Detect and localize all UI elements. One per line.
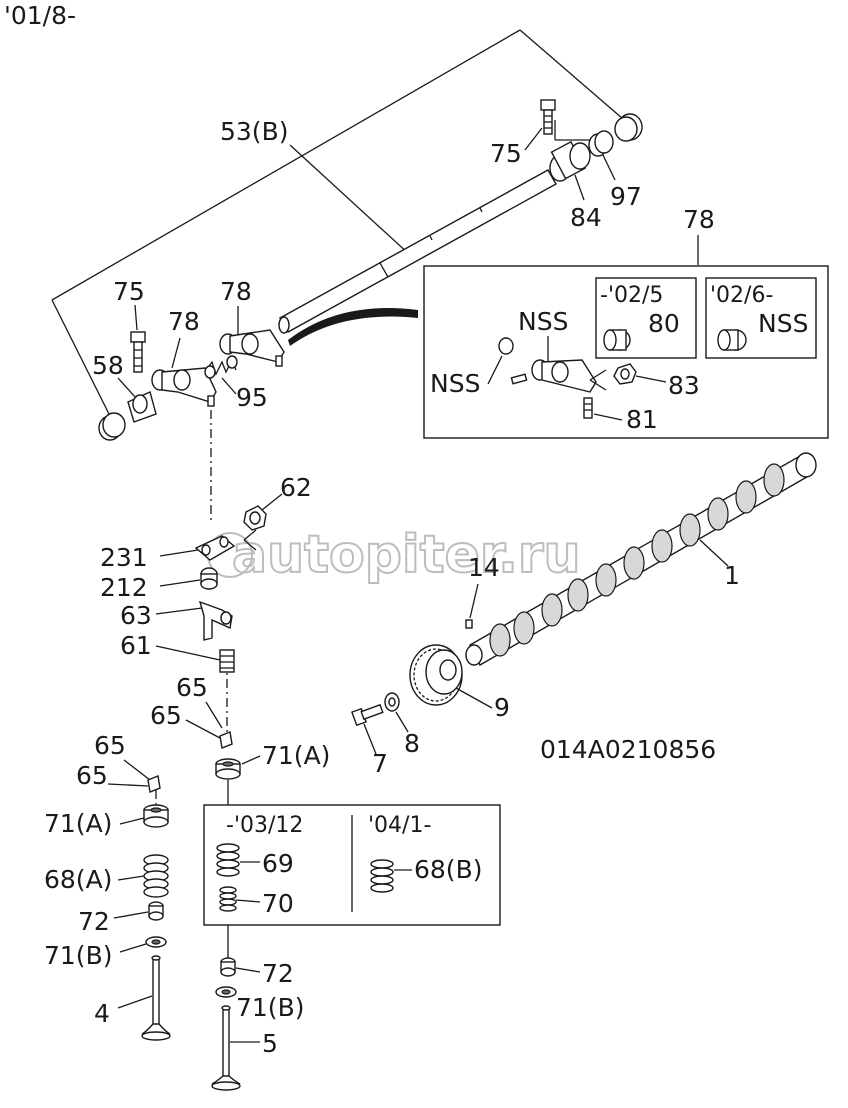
- label-72-left: 72: [78, 907, 110, 936]
- label-71a-right: 71(A): [262, 741, 330, 770]
- label-4: 4: [94, 999, 110, 1028]
- label-95: 95: [236, 383, 268, 412]
- rocker-arm-78-mid: [219, 329, 285, 367]
- spring-68a: [143, 854, 169, 898]
- label-84: 84: [570, 203, 602, 232]
- label-71b-left: 71(B): [44, 941, 112, 970]
- spring-95: [204, 355, 238, 379]
- rocker-shaft-outline: [51, 29, 631, 421]
- bracket-84: [549, 140, 591, 182]
- inset-variant-b-label: '02/6-: [710, 283, 773, 308]
- label-97: 97: [610, 182, 642, 211]
- bolt-75-top: [540, 99, 556, 135]
- cotter-65-left: [147, 775, 161, 793]
- label-53b: 53(B): [220, 117, 288, 146]
- seal-72-left: [148, 901, 164, 921]
- bolt-75-left: [130, 331, 146, 373]
- corner-mark: `: [826, 0, 839, 20]
- seal-72-right: [220, 957, 236, 977]
- rocker-shaft: [278, 169, 557, 334]
- nut-83: [613, 363, 637, 385]
- inset-variant-b-part: NSS: [758, 309, 808, 338]
- rocker-arm-78-left: [151, 367, 217, 407]
- retainer-71a-left: [143, 804, 169, 828]
- seat-71b-right: [215, 986, 237, 998]
- bracket-58: [127, 391, 157, 423]
- spring-68b: [370, 859, 394, 893]
- label-8: 8: [404, 729, 420, 758]
- guide-61: [219, 649, 235, 673]
- bushing-nss-b: [717, 329, 747, 351]
- spacer-97: [588, 130, 614, 157]
- end-plug-right: [614, 113, 643, 142]
- lever-63: [198, 600, 233, 641]
- label-14: 14: [468, 553, 500, 582]
- label-7: 7: [372, 749, 388, 778]
- label-65-b: 65: [150, 701, 182, 730]
- inset-variant-a-label: -'02/5: [600, 283, 663, 308]
- label-58: 58: [92, 351, 124, 380]
- label-5: 5: [262, 1029, 278, 1058]
- label-65-d: 65: [76, 761, 108, 790]
- inset-variant-a-part: 80: [648, 309, 680, 338]
- label-72-right: 72: [262, 959, 294, 988]
- inset-variant-a-box: [595, 277, 697, 359]
- label-75-left: 75: [113, 277, 145, 306]
- label-78-top: 78: [683, 205, 715, 234]
- inset-label-81: 81: [626, 405, 658, 434]
- retainer-71a-right: [215, 758, 241, 780]
- cotter-65-right: [219, 731, 233, 749]
- label-65-c: 65: [94, 731, 126, 760]
- spring-box-variant-a-label: -'03/12: [226, 813, 303, 838]
- label-1: 1: [724, 561, 740, 590]
- label-71b-right: 71(B): [236, 993, 304, 1022]
- label-75-top: 75: [490, 139, 522, 168]
- label-231: 231: [100, 543, 148, 572]
- valve-5: [211, 1005, 241, 1091]
- spring-69: [216, 843, 240, 877]
- inset-rocker-arm: [498, 337, 597, 419]
- label-69: 69: [262, 849, 294, 878]
- label-78-mid: 78: [220, 277, 252, 306]
- inset-pointer: [288, 308, 418, 346]
- label-78-left: 78: [168, 307, 200, 336]
- camshaft-1: [465, 452, 817, 666]
- nut-62: [243, 505, 267, 531]
- label-212: 212: [100, 573, 148, 602]
- spring-70: [219, 886, 237, 912]
- drawing-number: 014A0210856: [540, 735, 716, 764]
- header-code: '01/8-: [4, 1, 76, 30]
- key-14: [465, 619, 473, 629]
- inset-variant-b-box: [705, 277, 817, 359]
- spring-box-variant-b-label: '04/1-: [368, 813, 431, 838]
- inset-label-nss-top: NSS: [518, 307, 568, 336]
- label-63: 63: [120, 601, 152, 630]
- washer-8: [384, 692, 400, 712]
- label-61: 61: [120, 631, 152, 660]
- gear-9: [409, 644, 463, 706]
- label-68a: 68(A): [44, 865, 112, 894]
- spring-box: [203, 804, 501, 926]
- label-65-a: 65: [176, 673, 208, 702]
- bolt-7: [351, 703, 384, 727]
- bushing-80: [603, 329, 631, 351]
- label-68b: 68(B): [414, 855, 482, 884]
- label-9: 9: [494, 693, 510, 722]
- valve-4: [141, 955, 171, 1041]
- watermark-text: autopiter.ru: [232, 525, 581, 585]
- label-62: 62: [280, 473, 312, 502]
- label-70: 70: [262, 889, 294, 918]
- inset-label-nss-left: NSS: [430, 369, 480, 398]
- seat-71b-left: [145, 936, 167, 948]
- bridge-231: [194, 535, 236, 561]
- end-plug-left: [98, 412, 126, 441]
- label-71a-left: 71(A): [44, 809, 112, 838]
- inset-box: [423, 265, 829, 439]
- adjuster-212: [200, 567, 218, 590]
- inset-label-83: 83: [668, 371, 700, 400]
